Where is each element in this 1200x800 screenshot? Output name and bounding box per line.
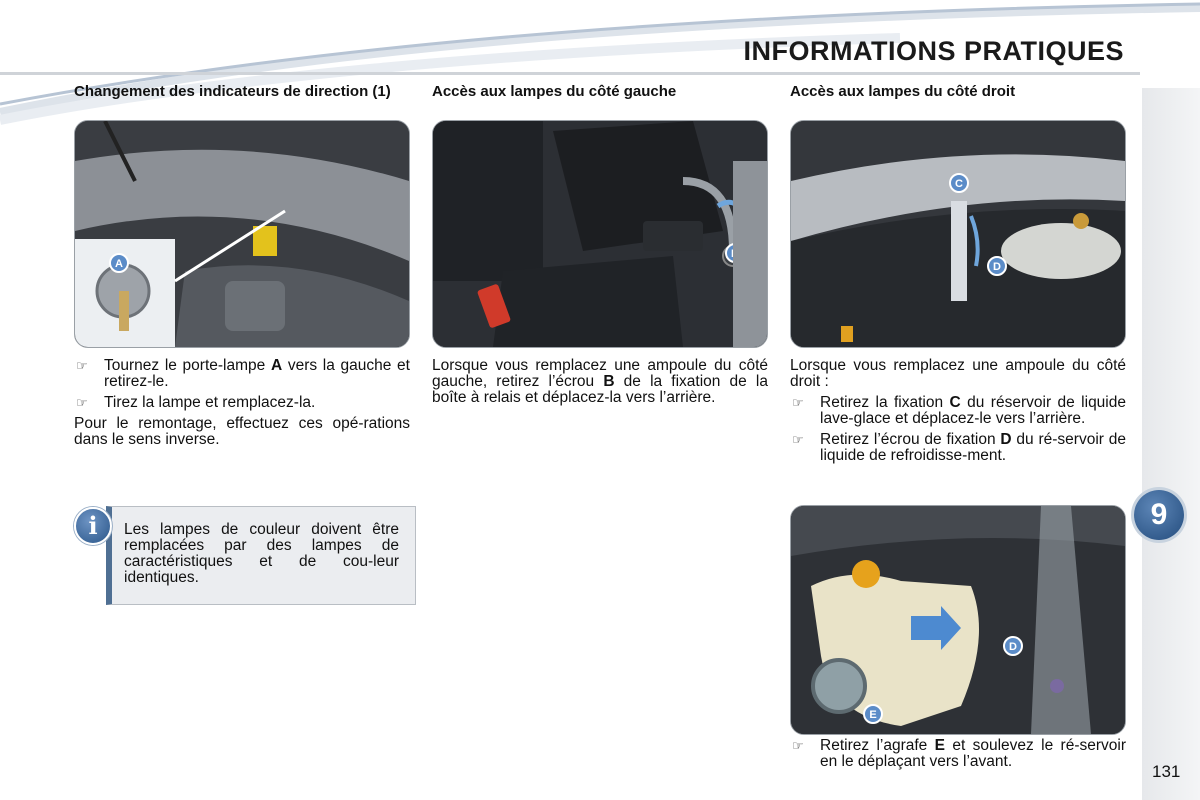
section-heading: Accès aux lampes du côté gauche [432, 83, 677, 100]
paragraph: Lorsque vous remplacez une ampoule du cô… [790, 357, 1126, 390]
photo-label-d: D [993, 261, 1001, 273]
info-text: Les lampes de couleur doivent être rempl… [124, 521, 399, 586]
info-box [106, 506, 416, 605]
list-item: ☞ Retirez l’écrou de fixation D du ré-se… [792, 431, 1126, 464]
photo-label-c: C [955, 178, 963, 190]
paragraph: Pour le remontage, effectuez ces opé-rat… [74, 415, 410, 448]
list-item: ☞ Retirez la fixation C du réservoir de … [792, 394, 1126, 427]
header-rule [0, 72, 1140, 75]
section-heading: Changement des indicateurs de direction … [74, 83, 391, 100]
chapter-side-tab [1142, 88, 1200, 800]
chapter-badge[interactable]: 9 [1134, 490, 1184, 540]
paragraph: Lorsque vous remplacez une ampoule du cô… [432, 357, 768, 406]
photo-label-a: A [115, 258, 123, 270]
pointing-hand-icon: ☞ [792, 395, 804, 410]
list-item: ☞ Retirez l’agrafe E et soulevez le ré-s… [792, 737, 1127, 770]
column-right-side: Accès aux lampes du côté droit C D Lorsq… [790, 84, 1126, 469]
list-item: ☞ Tirez la lampe et remplacez-la. [76, 394, 316, 411]
section-heading: Accès aux lampes du côté droit [790, 83, 1016, 100]
pointing-hand-icon: ☞ [76, 358, 88, 373]
photo-indicator-bulb: A [74, 120, 410, 348]
pointing-hand-icon: ☞ [792, 738, 804, 753]
page-number: 131 [1152, 762, 1181, 781]
list-item: ☞ Tournez le porte-lampe A vers la gauch… [76, 357, 410, 390]
column-text: ☞ Tournez le porte-lampe A vers la gauch… [74, 358, 410, 448]
photo-washer-reservoir: C D [790, 120, 1126, 348]
column-text: Lorsque vous remplacez une ampoule du cô… [432, 358, 768, 406]
photo-label-d: D [1009, 641, 1017, 653]
photo-label-e: E [869, 709, 876, 721]
pointing-hand-icon: ☞ [76, 395, 88, 410]
column-text-final: ☞ Retirez l’agrafe E et soulevez le ré-s… [790, 738, 1126, 775]
header-swoosh [0, 2, 1200, 125]
photo-coolant-reservoir: D E [790, 505, 1126, 735]
pointing-hand-icon: ☞ [792, 432, 804, 447]
column-indicators: Changement des indicateurs de direction … [74, 84, 410, 453]
photo-relay-box: B [432, 120, 768, 348]
column-left-side: Accès aux lampes du côté gauche B Lorsqu… [432, 84, 768, 411]
info-icon: i [74, 507, 112, 545]
column-text: Lorsque vous remplacez une ampoule du cô… [790, 358, 1126, 464]
page-title: INFORMATIONS PRATIQUES [743, 36, 1124, 66]
